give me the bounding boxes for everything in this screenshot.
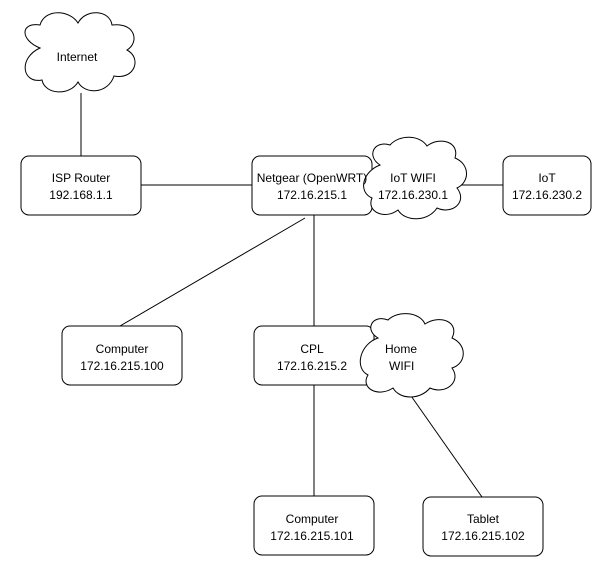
netgear-name: Netgear (OpenWRT)	[257, 171, 367, 185]
edge-netgear-computer-100	[119, 217, 306, 327]
iot-wifi-name: IoT WIFI	[390, 171, 436, 185]
isp-router-node: ISP Router 192.168.1.1	[20, 155, 142, 216]
iot-wifi-cloud	[363, 136, 467, 220]
computer-100-ip: 172.16.215.100	[80, 359, 164, 373]
netgear-ip: 172.16.215.1	[277, 188, 347, 202]
computer-101-node: Computer 172.16.215.101	[253, 495, 375, 556]
tablet-ip: 172.16.215.102	[441, 529, 525, 543]
iot-ip: 172.16.230.2	[512, 188, 582, 202]
iot-wifi-ip: 172.16.230.1	[378, 188, 448, 202]
edge-home-wifi-tablet	[408, 392, 483, 498]
computer-101-ip: 172.16.215.101	[270, 529, 354, 543]
isp-router-ip: 192.168.1.1	[49, 188, 113, 202]
iot-name: IoT	[538, 171, 556, 185]
iot-node: IoT 172.16.230.2	[502, 155, 592, 216]
computer-100-name: Computer	[96, 342, 149, 356]
internet-cloud: Internet	[24, 12, 136, 93]
home-wifi-cloud	[359, 313, 464, 398]
home-wifi-line2: WIFI	[389, 359, 414, 373]
computer-100-node: Computer 172.16.215.100	[61, 325, 183, 386]
netgear-node	[251, 155, 373, 216]
internet-label: Internet	[57, 50, 98, 64]
tablet-node: Tablet 172.16.215.102	[422, 496, 544, 557]
home-wifi-line1: Home	[385, 342, 417, 356]
cpl-ip: 172.16.215.2	[277, 359, 347, 373]
tablet-name: Tablet	[467, 512, 500, 526]
computer-101-name: Computer	[286, 512, 339, 526]
cpl-name: CPL	[300, 342, 324, 356]
isp-router-name: ISP Router	[52, 171, 110, 185]
